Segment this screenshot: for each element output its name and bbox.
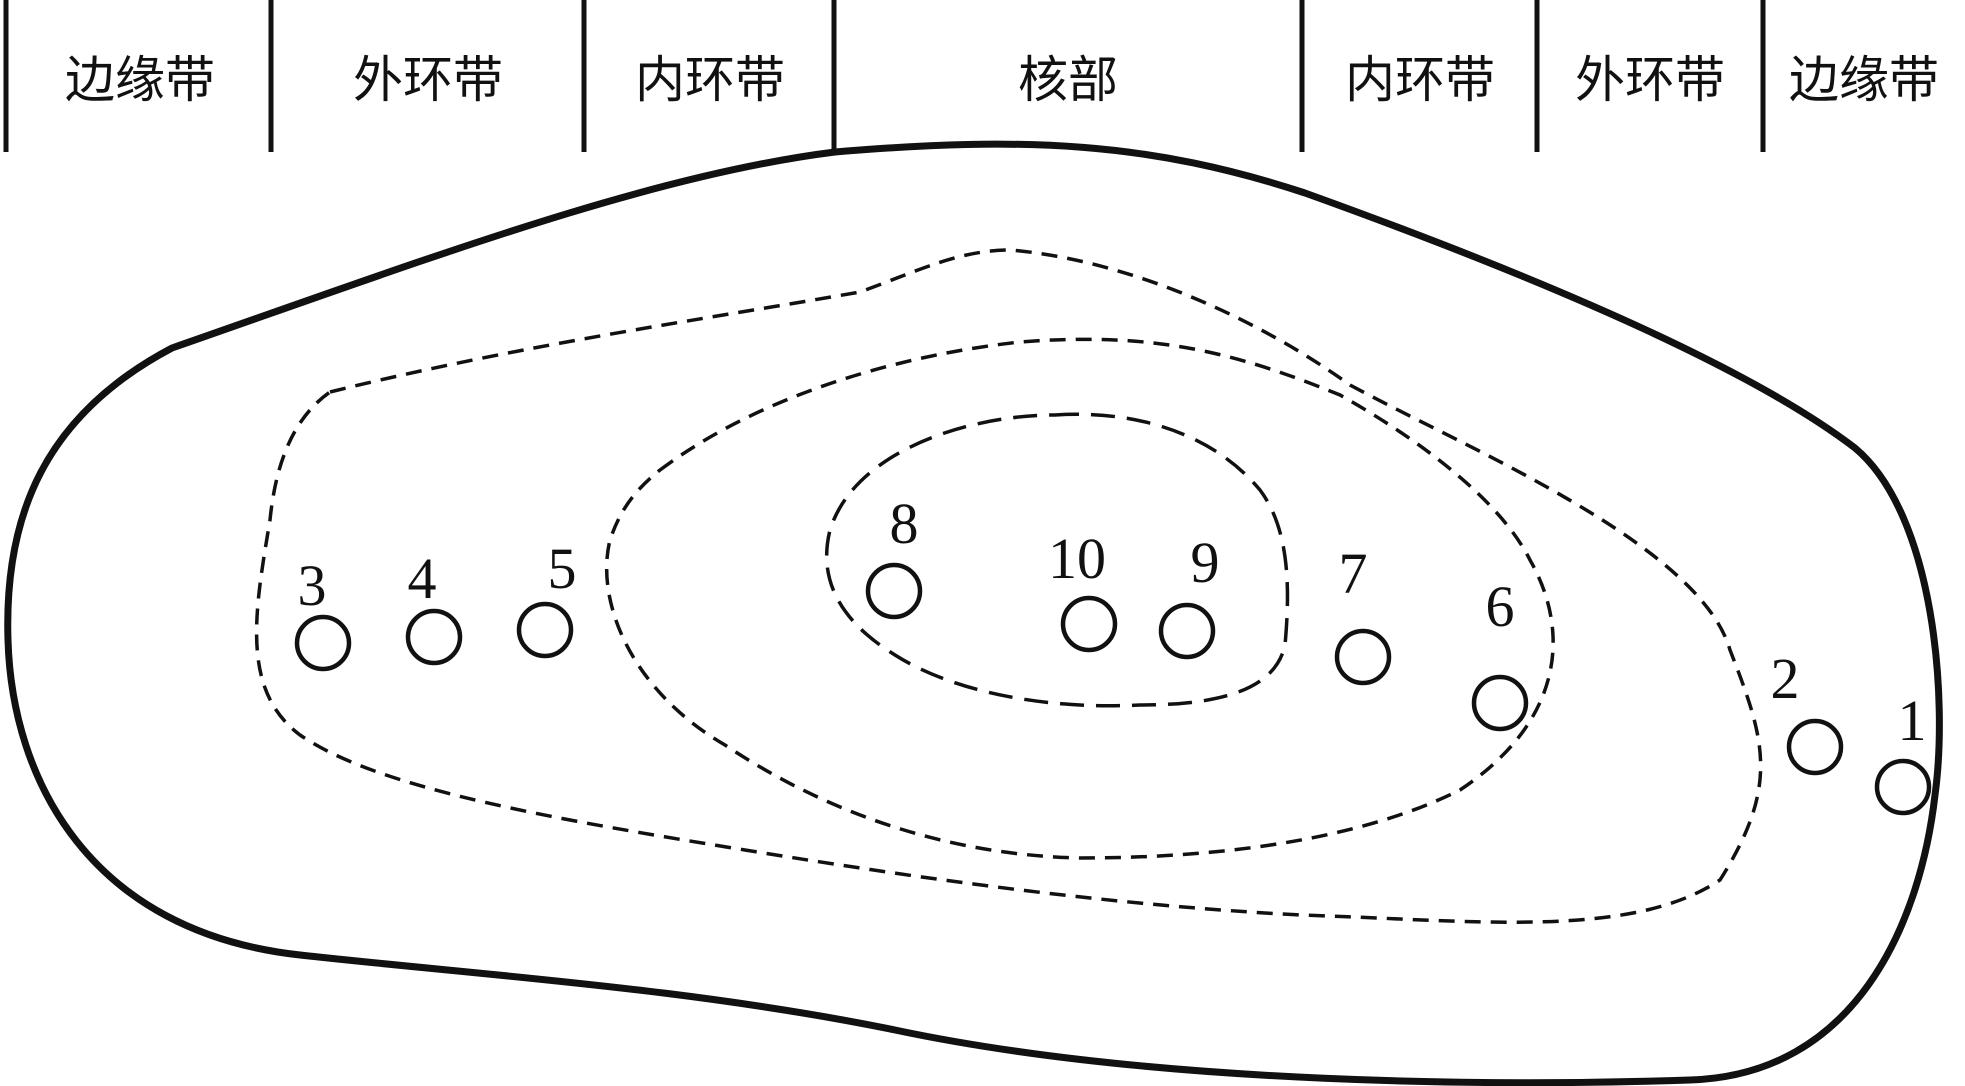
drill-hole xyxy=(516,601,574,659)
drill-hole xyxy=(294,614,352,672)
zone-label-edge-right: 边缘带 xyxy=(1789,51,1939,109)
drill-hole xyxy=(1334,628,1392,686)
drill-hole-label: 2 xyxy=(1771,646,1800,711)
zone-label-inner-left: 内环带 xyxy=(635,51,785,109)
drill-hole-label: 6 xyxy=(1486,574,1515,639)
drill-hole xyxy=(405,608,463,666)
zone-label-outer-left: 外环带 xyxy=(353,51,503,109)
zone-label-core: 核部 xyxy=(1018,51,1118,109)
drill-hole xyxy=(1471,674,1529,732)
drill-hole xyxy=(1874,758,1932,816)
zone-header: 边缘带 外环带 内环带 核部 内环带 外环带 边缘带 xyxy=(3,0,1939,152)
outer-ring-contour xyxy=(254,248,1763,924)
zone-label-inner-right: 内环带 xyxy=(1345,51,1495,109)
drill-hole-label: 8 xyxy=(890,491,919,556)
inner-ring-contour xyxy=(605,337,1555,860)
drill-hole-label: 9 xyxy=(1191,530,1220,595)
drill-holes xyxy=(294,562,1932,816)
drill-hole-label: 3 xyxy=(298,553,327,618)
core-contour xyxy=(824,412,1290,708)
drill-hole-label: 4 xyxy=(408,546,437,611)
drill-hole xyxy=(865,562,923,620)
drill-hole xyxy=(1786,718,1844,776)
drill-hole xyxy=(1060,595,1118,653)
zone-label-edge-left: 边缘带 xyxy=(65,51,215,109)
body-outline xyxy=(4,140,1943,1086)
drill-hole-label: 10 xyxy=(1048,526,1106,591)
zone-label-outer-right: 外环带 xyxy=(1575,51,1725,109)
drill-hole-label: 1 xyxy=(1898,688,1927,753)
drill-hole-labels: 1 2 3 4 5 6 7 8 9 10 xyxy=(298,491,1927,753)
drill-hole-label: 7 xyxy=(1339,541,1368,606)
drill-hole xyxy=(1158,602,1216,660)
drill-hole-label: 5 xyxy=(548,536,577,601)
